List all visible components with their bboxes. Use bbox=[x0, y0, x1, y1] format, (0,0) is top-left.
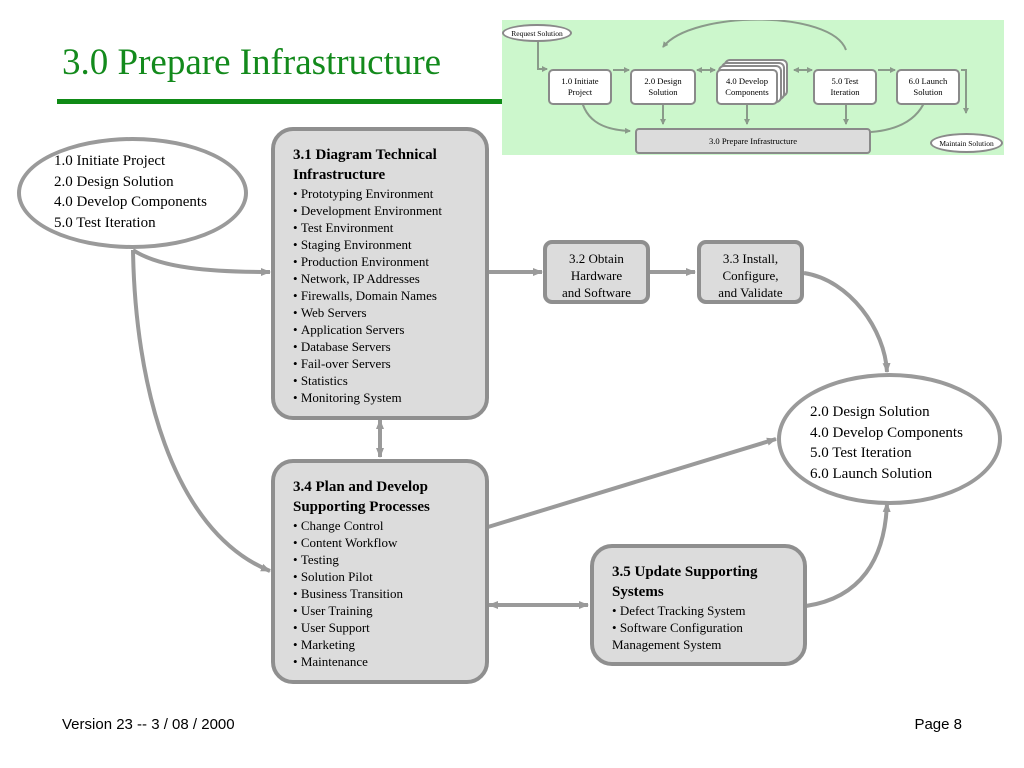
list-item: Prototyping Environment bbox=[293, 185, 475, 202]
list-item: Change Control bbox=[293, 517, 475, 534]
list-item: Statistics bbox=[293, 372, 475, 389]
list-item: Staging Environment bbox=[293, 236, 475, 253]
page-title: 3.0 Prepare Infrastructure bbox=[62, 42, 442, 83]
list-item: Defect Tracking System bbox=[612, 602, 793, 619]
box-3-1-title: 3.1 Diagram Technical Infrastructure bbox=[293, 147, 437, 183]
list-item: User Support bbox=[293, 619, 475, 636]
box-3-4-plan-develop-supporting-processes: 3.4 Plan and Develop Supporting Processe… bbox=[271, 459, 489, 684]
list-item: Maintenance bbox=[293, 653, 475, 670]
arrow-3-5-to-outputs bbox=[805, 502, 891, 608]
list-item: Development Environment bbox=[293, 202, 475, 219]
outputs-item: 6.0 Launch Solution bbox=[810, 465, 933, 482]
footer-version: Version 23 -- 3 / 08 / 2000 bbox=[62, 716, 235, 733]
overview-loop-5-to-2 bbox=[662, 20, 847, 51]
inputs-item: 1.0 Initiate Project bbox=[54, 153, 166, 169]
inputs-oval: 1.0 Initiate Project 2.0 Design Solution… bbox=[17, 137, 248, 249]
list-item: Marketing bbox=[293, 636, 475, 653]
inputs-item: 4.0 Develop Components bbox=[54, 194, 207, 210]
overview-infrastructure: 3.0 Prepare Infrastructure bbox=[635, 128, 871, 154]
arrow-3-4-to-outputs bbox=[487, 437, 777, 529]
box-3-1-list: Prototyping Environment Development Envi… bbox=[293, 185, 475, 406]
box-3-5-title: 3.5 Update Supporting Systems bbox=[612, 564, 758, 600]
footer-page-number: Page 8 bbox=[914, 716, 962, 733]
arrow-3-3-to-outputs bbox=[803, 271, 891, 373]
outputs-item: 2.0 Design Solution bbox=[810, 404, 930, 420]
list-item-continuation: Management System bbox=[612, 637, 722, 652]
list-item: Business Transition bbox=[293, 585, 475, 602]
overview-maintain-solution: Maintain Solution bbox=[930, 133, 1003, 153]
list-item: Solution Pilot bbox=[293, 568, 475, 585]
list-item: Application Servers bbox=[293, 321, 475, 338]
box-3-4-list: Change Control Content Workflow Testing … bbox=[293, 517, 475, 670]
overview-request-solution: Request Solution bbox=[502, 24, 572, 42]
list-item: Monitoring System bbox=[293, 389, 475, 406]
box-3-2-obtain-hardware-software: 3.2 Obtain Hardware and Software bbox=[543, 240, 650, 304]
box-3-4-title: 3.4 Plan and Develop Supporting Processe… bbox=[293, 479, 430, 515]
list-item: Firewalls, Domain Names bbox=[293, 287, 475, 304]
list-item: User Training bbox=[293, 602, 475, 619]
box-3-1-diagram-technical-infrastructure: 3.1 Diagram Technical Infrastructure Pro… bbox=[271, 127, 489, 420]
list-item: Testing bbox=[293, 551, 475, 568]
outputs-item: 4.0 Develop Components bbox=[810, 424, 963, 441]
list-item: Fail-over Servers bbox=[293, 355, 475, 372]
arrow-inputs-to-3-4 bbox=[131, 249, 271, 573]
inputs-item: 5.0 Test Iteration bbox=[54, 214, 156, 231]
list-item: Test Environment bbox=[293, 219, 475, 236]
title-underline bbox=[57, 99, 503, 104]
box-3-5-update-supporting-systems: 3.5 Update Supporting Systems Defect Tra… bbox=[590, 544, 807, 666]
outputs-item: 5.0 Test Iteration bbox=[810, 445, 912, 461]
list-item: Web Servers bbox=[293, 304, 475, 321]
list-item: Software Configuration bbox=[612, 619, 793, 636]
box-3-3-install-configure-validate: 3.3 Install, Configure, and Validate bbox=[697, 240, 804, 304]
outputs-oval: 2.0 Design Solution 4.0 Develop Componen… bbox=[777, 373, 1002, 505]
overview-arrow-6-to-maintain bbox=[961, 69, 969, 114]
list-item: Network, IP Addresses bbox=[293, 270, 475, 287]
overview-arrow-request-to-1 bbox=[537, 40, 548, 72]
list-item: Content Workflow bbox=[293, 534, 475, 551]
inputs-item: 2.0 Design Solution bbox=[54, 173, 174, 190]
box-3-5-list: Defect Tracking System Software Configur… bbox=[612, 602, 793, 636]
list-item: Production Environment bbox=[293, 253, 475, 270]
arrow-inputs-to-3-1 bbox=[131, 248, 271, 276]
list-item: Database Servers bbox=[293, 338, 475, 355]
